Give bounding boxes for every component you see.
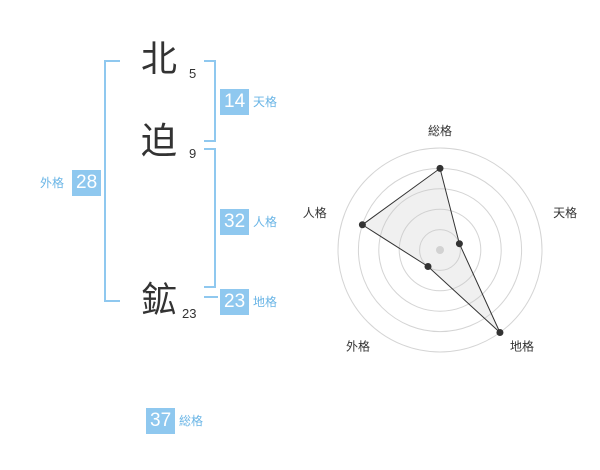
gaikaku-value-badge: 28 bbox=[72, 170, 102, 196]
radar-axis-label: 総格 bbox=[428, 123, 452, 138]
chikaku-connector bbox=[204, 296, 218, 298]
name-char-3: 鉱 bbox=[141, 280, 178, 321]
radar-data-point bbox=[358, 221, 366, 229]
stroke-count-1: 5 bbox=[189, 66, 197, 81]
radar-axis-label: 天格 bbox=[553, 205, 577, 220]
gaikaku-label: 外格 bbox=[40, 176, 65, 190]
radar-center-dot bbox=[436, 246, 444, 254]
tenkaku-bracket bbox=[204, 60, 216, 142]
radar-data-point bbox=[496, 329, 504, 337]
radar-ring bbox=[337, 147, 543, 353]
jinkaku-bracket bbox=[204, 148, 216, 288]
radar-axis-label: 地格 bbox=[510, 338, 534, 353]
name-char-1: 北 bbox=[141, 39, 178, 80]
radar-data-point bbox=[436, 164, 444, 172]
jinkaku-value-badge: 32 bbox=[220, 209, 250, 235]
soukaku-value-badge: 37 bbox=[146, 408, 176, 434]
radar-data-polygon bbox=[361, 167, 501, 333]
name-char-2: 迫 bbox=[141, 121, 178, 162]
jinkaku-label: 人格 bbox=[253, 215, 278, 229]
radar-axis-label: 外格 bbox=[346, 338, 370, 353]
gaikaku-bracket bbox=[104, 60, 120, 302]
radar-ring bbox=[398, 208, 482, 292]
stroke-count-3: 23 bbox=[182, 306, 197, 321]
chikaku-value-badge: 23 bbox=[220, 289, 250, 315]
tenkaku-label: 天格 bbox=[253, 95, 278, 109]
chikaku-label: 地格 bbox=[253, 295, 278, 309]
stroke-count-2: 9 bbox=[189, 146, 197, 161]
radar-ring bbox=[378, 188, 502, 312]
radar-data-point bbox=[455, 240, 463, 248]
radar-data-point bbox=[424, 263, 432, 271]
soukaku-label: 総格 bbox=[179, 414, 204, 428]
tenkaku-value-badge: 14 bbox=[220, 89, 250, 115]
radar-axis-label: 人格 bbox=[303, 205, 327, 220]
radar-ring bbox=[419, 229, 461, 271]
